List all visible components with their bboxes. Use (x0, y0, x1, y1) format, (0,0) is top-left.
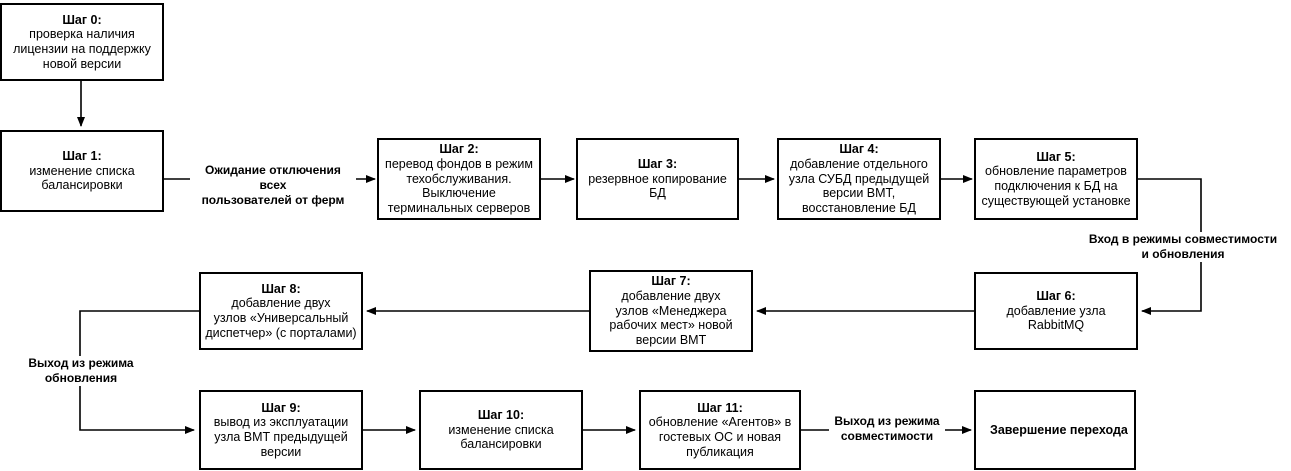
node-step0-title: Шаг 0: (62, 12, 102, 27)
node-step10-title: Шаг 10: (477, 407, 525, 422)
node-step5-title: Шаг 5: (1036, 149, 1076, 164)
node-finish-title: Завершение перехода (990, 422, 1128, 437)
node-step3-body: резервное копирование БД (588, 171, 727, 201)
node-step6-title: Шаг 6: (1036, 288, 1076, 303)
node-step1-title: Шаг 1: (62, 148, 102, 163)
node-step2-title: Шаг 2: (439, 142, 479, 157)
node-finish[interactable]: Завершение перехода (974, 390, 1136, 470)
node-step3-title: Шаг 3: (637, 156, 678, 171)
node-step11-title: Шаг 11: (697, 400, 743, 415)
node-step8-title: Шаг 8: (261, 281, 301, 296)
node-step4-title: Шаг 4: (839, 142, 879, 157)
node-step9-title: Шаг 9: (261, 400, 301, 415)
node-step7-title: Шаг 7: (651, 274, 691, 289)
node-step3[interactable]: Шаг 3: резервное копирование БД (576, 138, 739, 220)
node-step6-body: добавление узла RabbitMQ (1006, 303, 1106, 333)
node-step6[interactable]: Шаг 6: добавление узла RabbitMQ (974, 272, 1138, 350)
